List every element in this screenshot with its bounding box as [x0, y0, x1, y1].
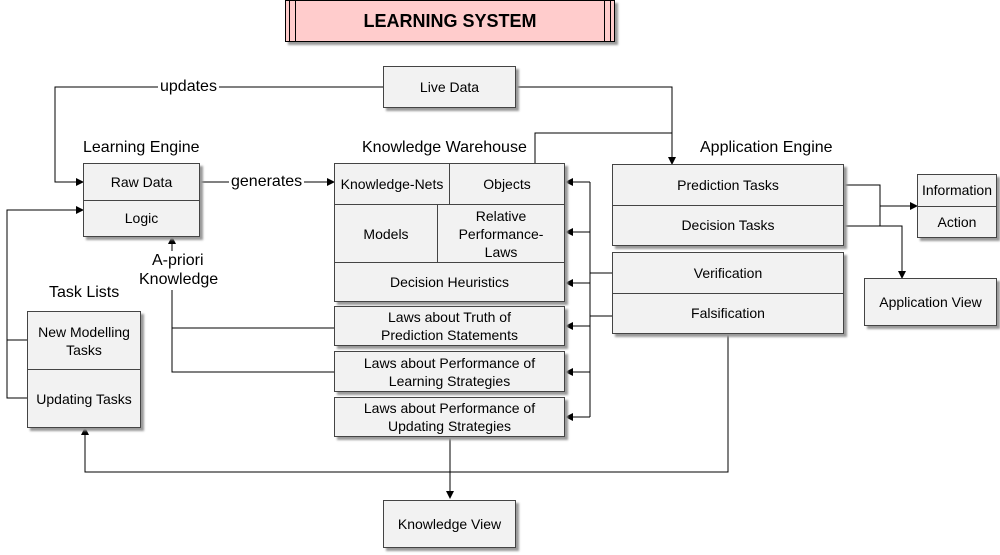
edge-bus-heuristics	[565, 272, 612, 287]
decision-tasks-cell[interactable]: Decision Tasks	[613, 204, 843, 246]
edge-tasklists-to-logic	[6, 206, 84, 341]
knowledge-warehouse-box: Knowledge-Nets Objects Models Relative P…	[334, 163, 565, 302]
task-lists-box: New Modelling Tasks Updating Tasks	[27, 311, 141, 428]
learning-engine-box: Raw Data Logic	[83, 163, 200, 237]
prediction-tasks-cell[interactable]: Prediction Tasks	[677, 176, 779, 193]
raw-data-cell[interactable]: Raw Data	[110, 173, 173, 190]
updates-edge-label: updates	[158, 77, 219, 97]
information-cell[interactable]: Information	[921, 182, 993, 199]
verification-box: Verification Falsification	[612, 252, 844, 334]
knowledge-nets-cell[interactable]: Knowledge-Nets	[340, 176, 444, 192]
diagram-title-text: LEARNING SYSTEM	[363, 10, 537, 31]
laws-truth-label: Laws about Truth of Prediction Statement…	[381, 309, 518, 343]
generates-edge-label: generates	[229, 172, 305, 192]
edge-laws-learning-to-logic	[171, 328, 334, 373]
edge-falsification-to-tasks	[81, 334, 729, 473]
action-cell[interactable]: Action	[918, 205, 996, 238]
learning-engine-label: Learning Engine	[83, 139, 200, 156]
edge-warehouse-to-application	[534, 132, 672, 163]
knowledge-view-box[interactable]: Knowledge View	[383, 500, 516, 548]
live-data-box[interactable]: Live Data	[383, 66, 516, 108]
objects-cell[interactable]: Objects	[449, 164, 564, 204]
laws-learning-box[interactable]: Laws about Performance of Learning Strat…	[334, 351, 565, 392]
laws-truth-box[interactable]: Laws about Truth of Prediction Statement…	[334, 306, 565, 346]
diagram-title: LEARNING SYSTEM	[285, 0, 615, 42]
edge-laws-truth-to-logic	[171, 290, 334, 329]
relative-performance-laws-cell[interactable]: Relative Performance-Laws	[437, 205, 564, 262]
edge-prediction-to-outputs	[844, 184, 918, 210]
application-view-box[interactable]: Application View	[864, 278, 997, 326]
application-engine-box: Prediction Tasks Decision Tasks	[612, 164, 844, 246]
verification-cell[interactable]: Verification	[693, 264, 763, 281]
edge-bus-truth	[565, 315, 612, 330]
knowledge-warehouse-label: Knowledge Warehouse	[362, 139, 527, 156]
logic-cell[interactable]: Logic	[84, 199, 199, 237]
updating-tasks-cell[interactable]: Updating Tasks	[28, 369, 140, 427]
task-lists-label: Task Lists	[49, 284, 120, 301]
edge-updating-tasks-loop	[6, 340, 27, 399]
outputs-box: Information Action	[917, 174, 997, 238]
laws-updating-box[interactable]: Laws about Performance of Updating Strat…	[334, 397, 565, 437]
edge-live-to-application	[516, 86, 676, 165]
live-data-label: Live Data	[419, 79, 480, 95]
apriori-label-line1: A-priori	[150, 251, 206, 271]
application-view-label: Application View	[879, 294, 982, 310]
apriori-label-line2: Knowledge	[137, 270, 221, 290]
falsification-cell[interactable]: Falsification	[613, 292, 843, 334]
knowledge-view-label: Knowledge View	[397, 516, 502, 532]
decision-heuristics-cell[interactable]: Decision Heuristics	[335, 262, 564, 301]
application-engine-label: Application Engine	[700, 139, 833, 156]
laws-updating-label: Laws about Performance of Updating Strat…	[363, 400, 536, 434]
edge-to-application-view	[844, 225, 906, 279]
models-cell[interactable]: Models	[363, 225, 409, 242]
laws-learning-label: Laws about Performance of Learning Strat…	[363, 354, 536, 389]
edge-decision-to-outputs	[844, 206, 881, 227]
edge-updates	[54, 86, 383, 186]
new-modelling-tasks-cell[interactable]: New Modelling Tasks	[38, 323, 130, 358]
